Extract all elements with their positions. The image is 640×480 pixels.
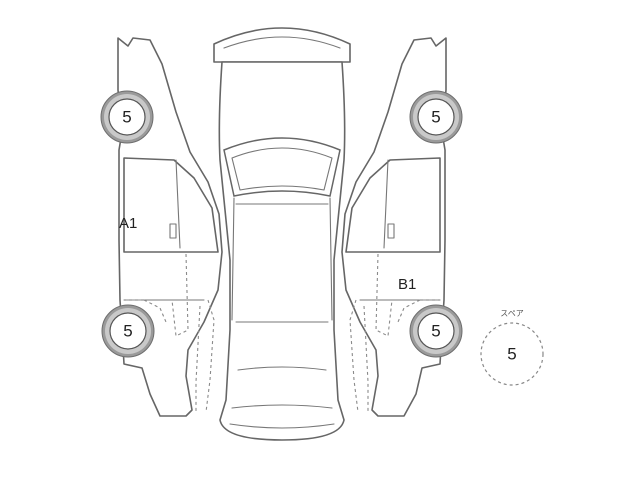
left-hidden-line-3 bbox=[126, 299, 167, 323]
top-view-spoiler-line bbox=[223, 36, 341, 49]
top-view-bumper bbox=[229, 423, 335, 429]
top-view-windshield-inner bbox=[231, 147, 333, 191]
tire-right-front-value: 5 bbox=[431, 108, 440, 127]
left-door-handle bbox=[169, 223, 177, 239]
tire-right-front[interactable]: 5 bbox=[409, 90, 463, 144]
right-hidden-line-2 bbox=[363, 305, 369, 412]
tire-left-front[interactable]: 5 bbox=[100, 90, 154, 144]
right-side-window bbox=[345, 157, 441, 253]
tire-right-rear[interactable]: 5 bbox=[409, 304, 463, 358]
left-hidden-line-1 bbox=[171, 253, 189, 337]
right-hidden-line-1 bbox=[375, 253, 393, 337]
top-view-rear-window bbox=[237, 366, 327, 371]
spare-tire-label: スペア bbox=[500, 309, 523, 318]
top-view-spoiler bbox=[213, 27, 351, 63]
right-door-line bbox=[383, 159, 389, 249]
right-door-handle bbox=[387, 223, 395, 239]
top-view-pillar-right bbox=[329, 197, 333, 321]
spare-tire[interactable]: スペア 5 bbox=[480, 309, 544, 386]
spare-tire-value: 5 bbox=[507, 345, 516, 364]
top-view-windshield bbox=[223, 137, 341, 197]
top-view bbox=[213, 27, 351, 441]
tire-left-front-value: 5 bbox=[122, 108, 131, 127]
right-hidden-line-3 bbox=[397, 299, 438, 323]
left-hidden-line-4 bbox=[205, 299, 215, 413]
damage-mark-left[interactable]: A1 bbox=[119, 215, 137, 232]
damage-mark-right[interactable]: B1 bbox=[398, 276, 416, 293]
spare-tire-ring bbox=[480, 322, 544, 386]
tire-left-rear[interactable]: 5 bbox=[101, 304, 155, 358]
right-hidden-line-4 bbox=[349, 299, 359, 413]
top-view-pillar-left bbox=[231, 197, 235, 321]
left-side-window bbox=[123, 157, 219, 253]
top-view-trunk-line bbox=[231, 404, 333, 409]
top-view-body-outline bbox=[218, 61, 346, 441]
left-hidden-line-2 bbox=[195, 305, 201, 412]
left-door-line bbox=[175, 159, 181, 249]
tire-right-rear-value: 5 bbox=[431, 322, 440, 341]
tire-left-rear-value: 5 bbox=[123, 322, 132, 341]
